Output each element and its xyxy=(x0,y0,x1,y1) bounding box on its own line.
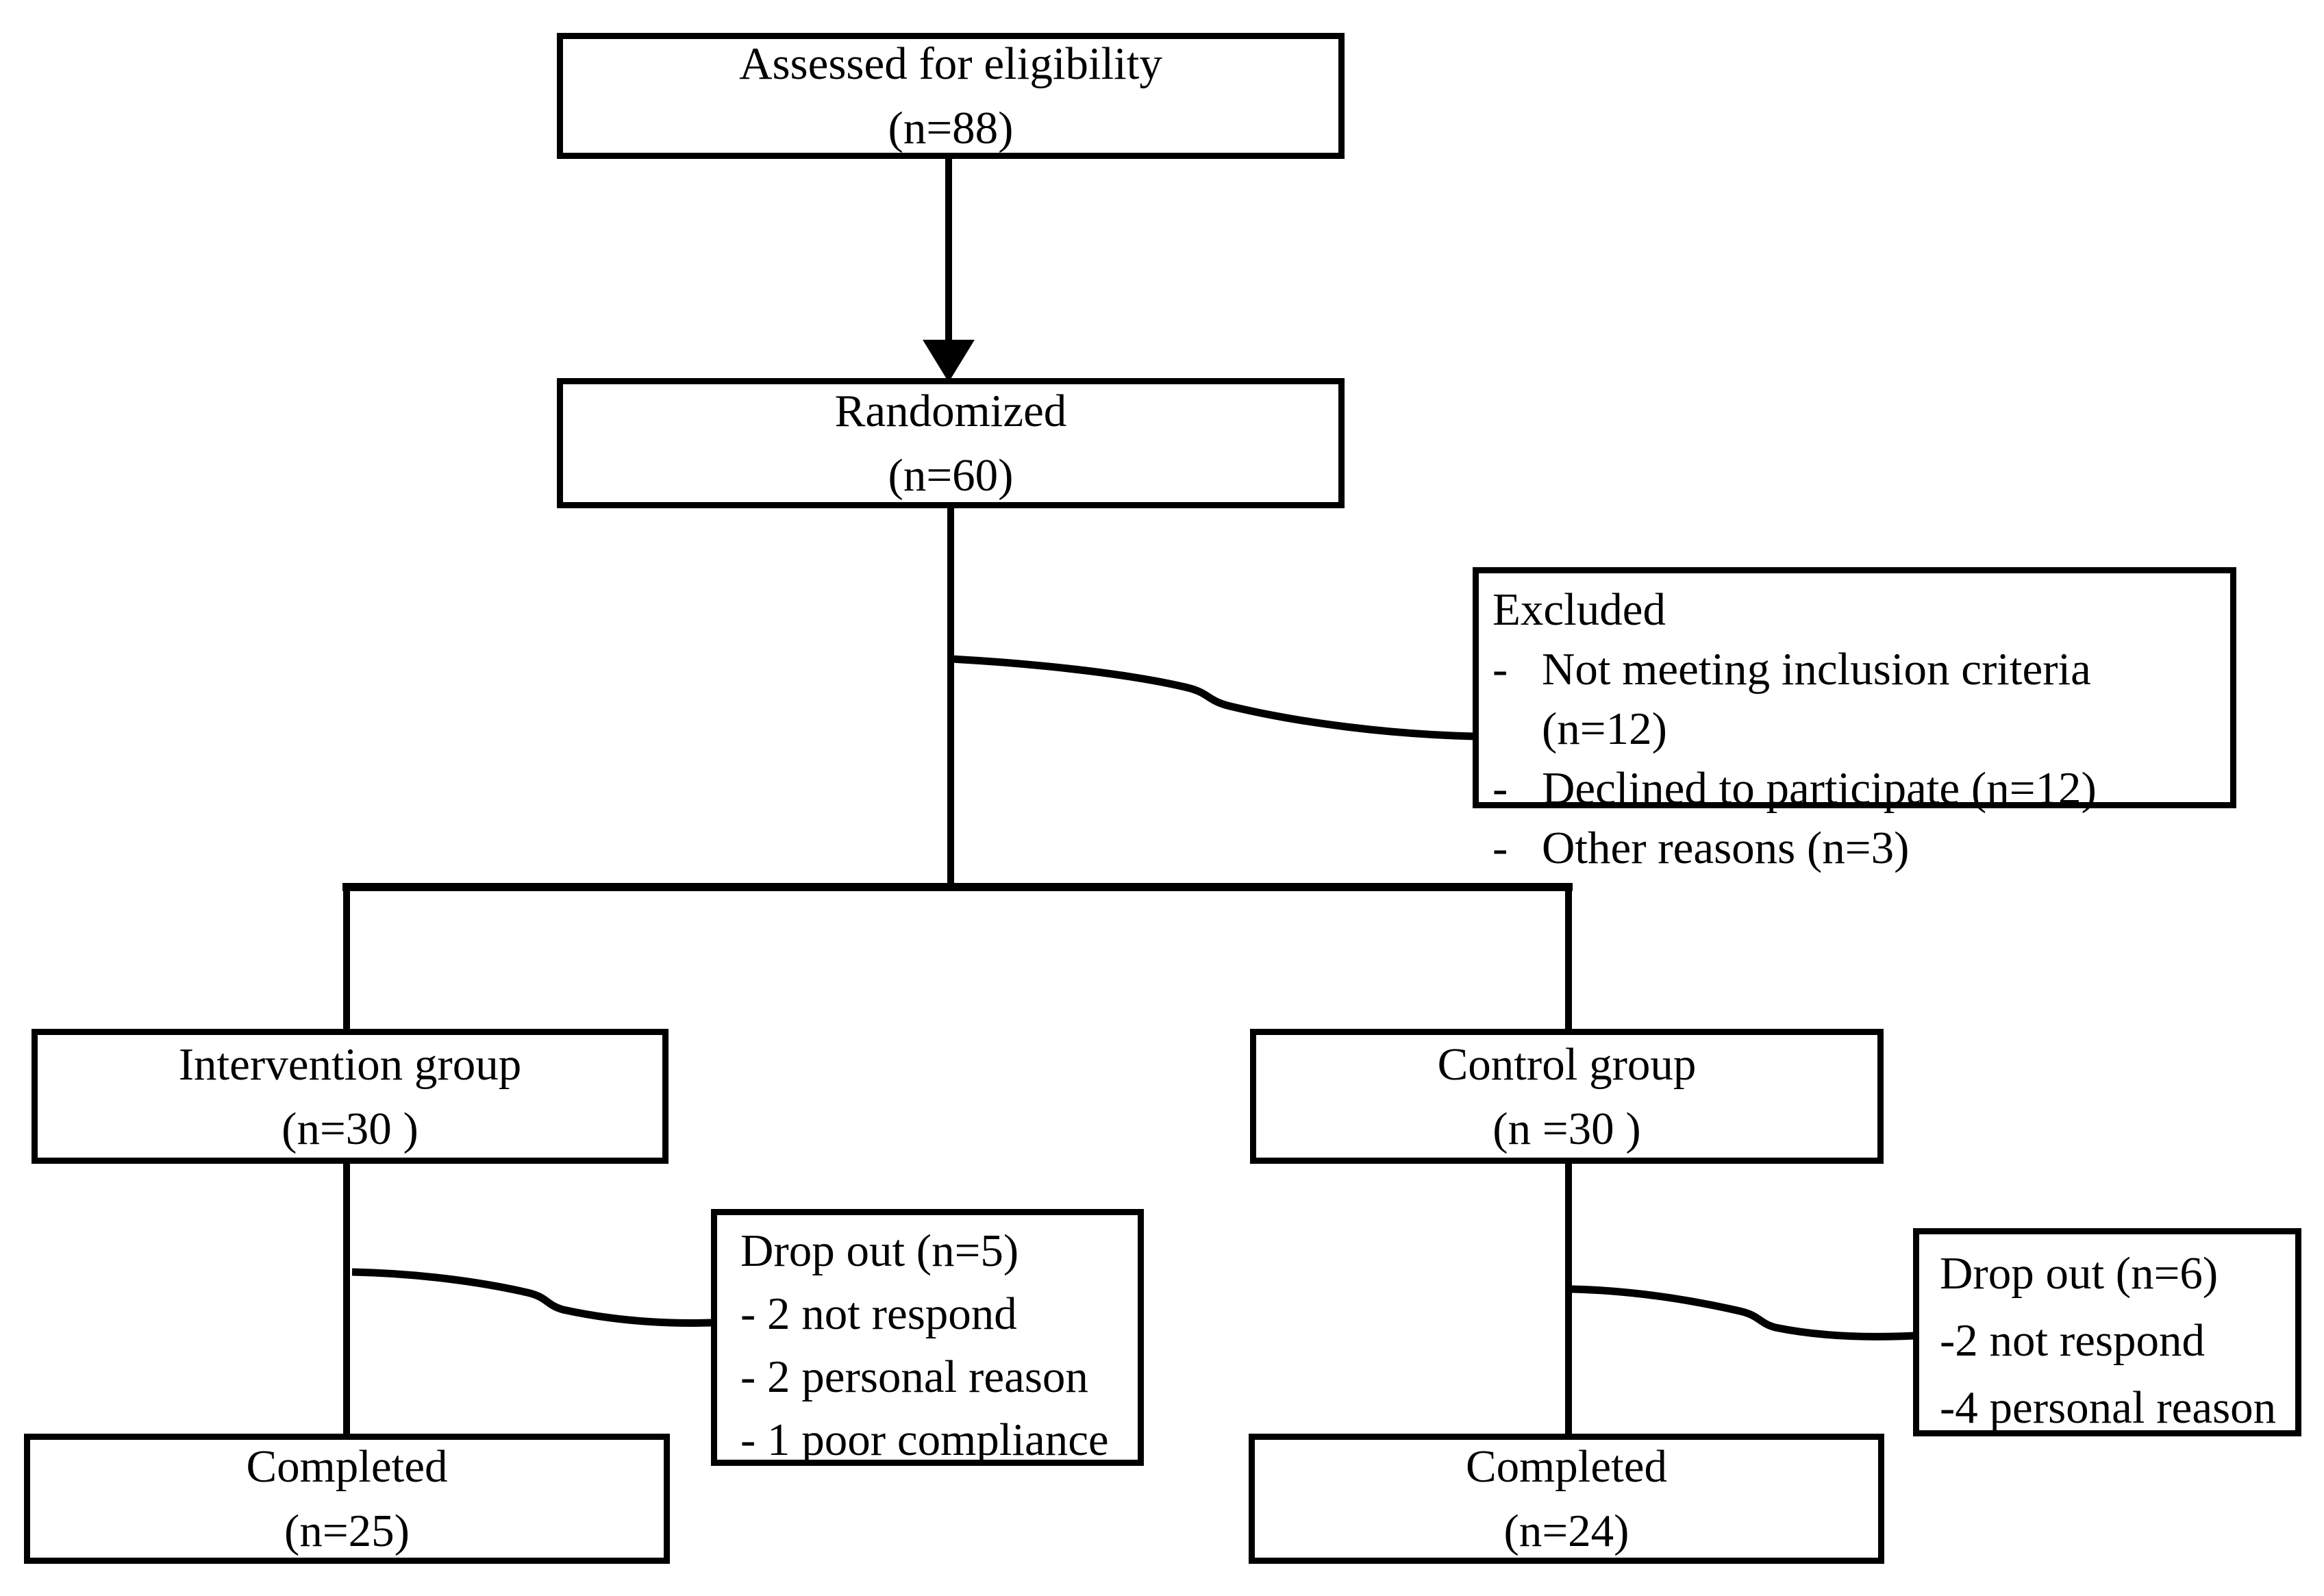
dash-bullet: - xyxy=(1492,763,1508,814)
control-count: (n =30 ) xyxy=(1492,1103,1641,1154)
randomized-box: Randomized (n=60) xyxy=(557,378,1345,508)
control-group-box: Control group (n =30 ) xyxy=(1250,1029,1884,1164)
control-label: Control group xyxy=(1437,1038,1697,1090)
randomized-label: Randomized xyxy=(834,386,1067,436)
connector-intervention-to-dropout xyxy=(351,1268,713,1327)
intervention-count: (n=30 ) xyxy=(282,1103,418,1154)
dropout-control-title: Drop out (n=6) xyxy=(1940,1248,2219,1299)
excluded-item-text: Declined to participate (n=12) xyxy=(1542,763,2097,814)
completed-control-box: Completed (n=24) xyxy=(1249,1434,1884,1564)
assessed-label: Assessed for eligibility xyxy=(739,38,1162,89)
dash-bullet: - xyxy=(1492,644,1508,695)
dropout-control-box: Drop out (n=6) -2 not respond -4 persona… xyxy=(1913,1228,2301,1436)
completed-control-label: Completed xyxy=(1465,1441,1667,1492)
completed-intervention-count: (n=25) xyxy=(284,1506,410,1556)
connector-randomized-to-excluded xyxy=(950,655,1475,740)
dropout-item: - 1 poor compliance xyxy=(740,1414,1109,1465)
connector-control-to-dropout xyxy=(1571,1285,1915,1341)
completed-intervention-box: Completed (n=25) xyxy=(24,1434,670,1564)
excluded-item-text: Other reasons (n=3) xyxy=(1542,823,1910,873)
dropout-item: - 2 personal reason xyxy=(740,1351,1088,1402)
completed-control-count: (n=24) xyxy=(1503,1506,1629,1556)
excluded-title: Excluded xyxy=(1492,584,1666,635)
intervention-group-box: Intervention group (n=30 ) xyxy=(32,1029,669,1164)
excluded-item: - Not meeting inclusion criteria (n=12) xyxy=(1492,640,2218,759)
completed-intervention-label: Completed xyxy=(246,1441,448,1492)
dropout-intervention-box: Drop out (n=5) - 2 not respond - 2 perso… xyxy=(711,1209,1144,1466)
arrowhead-down-icon xyxy=(923,340,975,382)
excluded-box: Excluded - Not meeting inclusion criteri… xyxy=(1473,567,2236,873)
excluded-item-text: Not meeting inclusion criteria (n=12) xyxy=(1542,644,2091,754)
assessed-box: Assessed for eligibility (n=88) xyxy=(557,33,1345,159)
dropout-item: -2 not respond xyxy=(1940,1315,2206,1366)
assessed-count: (n=88) xyxy=(888,103,1014,153)
excluded-item: - Other reasons (n=3) xyxy=(1492,819,2218,878)
dropout-item: - 2 not respond xyxy=(740,1288,1017,1339)
dropout-item: -4 personal reason xyxy=(1940,1382,2277,1433)
excluded-item: - Declined to participate (n=12) xyxy=(1492,759,2218,819)
intervention-label: Intervention group xyxy=(178,1038,522,1090)
randomized-count: (n=60) xyxy=(888,450,1014,501)
dropout-intervention-title: Drop out (n=5) xyxy=(740,1225,1019,1276)
dash-bullet: - xyxy=(1492,823,1508,873)
